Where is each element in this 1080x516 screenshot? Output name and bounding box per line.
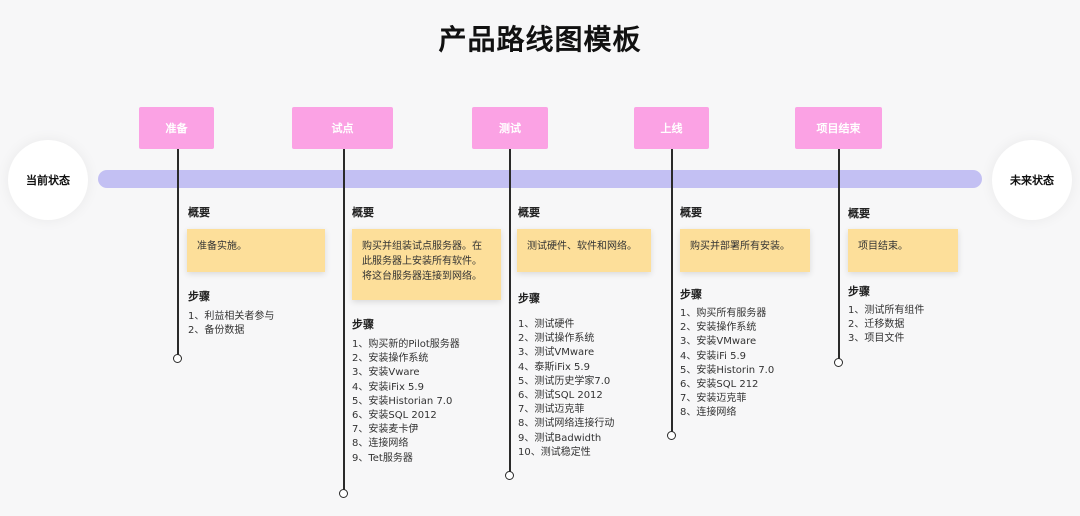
steps-heading: 步骤 (848, 285, 870, 298)
page-title: 产品路线图模板 (438, 23, 642, 56)
list-item: 3、项目文件 (848, 333, 905, 345)
current-state-node: 当前状态 (8, 140, 88, 220)
stage-label-prepare: 准备 (139, 107, 214, 149)
current-state-label: 当前状态 (26, 174, 70, 187)
stage-connector-line (509, 148, 511, 474)
list-item: 6、测试SQL 2012 (518, 390, 603, 402)
step-list: 1、利益相关者参与 2、备份数据 (188, 310, 274, 338)
stage-name: 项目结束 (816, 122, 861, 135)
list-item: 8、连接网络 (680, 407, 737, 419)
list-item: 5、安装Historin 7.0 (680, 364, 775, 376)
list-item: 4、安装iFi 5.9 (680, 350, 747, 362)
list-item: 1、购买所有服务器 (680, 308, 767, 319)
summary-note: 购买并部署所有安装。 (680, 229, 810, 272)
summary-text: 测试硬件、软件和网络。 (527, 241, 637, 252)
stage-label-project-end: 项目结束 (795, 107, 882, 149)
step-list: 1、购买新的Pilot服务器 2、安装操作系统 3、安装Vware 4、安装iF… (352, 338, 460, 466)
stage-label-launch: 上线 (634, 107, 709, 149)
steps-heading: 步骤 (188, 290, 210, 303)
list-item: 9、测试Badwidth (518, 432, 602, 444)
list-item: 8、连接网络 (352, 438, 409, 450)
future-state-node: 未来状态 (992, 140, 1072, 220)
list-item: 2、备份数据 (188, 325, 245, 337)
stage-connector-line (343, 148, 345, 492)
list-item: 10、测试稳定性 (518, 446, 591, 458)
list-item: 1、测试所有组件 (848, 305, 925, 316)
summary-text: 项目结束。 (858, 241, 908, 252)
list-item: 6、安装SQL 2012 (352, 410, 437, 422)
list-item: 2、迁移数据 (848, 319, 905, 331)
list-item: 3、测试VMware (518, 347, 595, 359)
list-item: 3、安装Vware (352, 367, 420, 379)
overview-heading: 概要 (352, 206, 374, 219)
overview-heading: 概要 (518, 206, 540, 219)
step-list: 1、购买所有服务器 2、安装操作系统 3、安装VMware 4、安装iFi 5.… (680, 307, 774, 421)
stage-end-dot (667, 431, 676, 440)
list-item: 4、安装iFix 5.9 (352, 381, 424, 393)
summary-text: 购买并部署所有安装。 (690, 241, 790, 252)
stage-connector-line (671, 148, 673, 434)
stage-end-dot (834, 358, 843, 367)
list-item: 1、购买新的Pilot服务器 (352, 339, 460, 350)
stage-end-dot (173, 354, 182, 363)
list-item: 6、安装SQL 212 (680, 379, 759, 391)
stage-end-dot (505, 471, 514, 480)
steps-heading: 步骤 (680, 288, 702, 301)
list-item: 3、安装VMware (680, 336, 757, 348)
summary-note: 项目结束。 (848, 229, 958, 272)
list-item: 5、安装Historian 7.0 (352, 395, 453, 407)
list-item: 1、测试硬件 (518, 319, 575, 330)
list-item: 2、安装操作系统 (680, 322, 757, 334)
stage-label-test: 测试 (472, 107, 548, 149)
summary-note: 准备实施。 (187, 229, 325, 272)
steps-heading: 步骤 (352, 318, 374, 331)
stage-name: 试点 (331, 122, 354, 135)
list-item: 5、测试历史学家7.0 (518, 375, 611, 387)
future-state-label: 未来状态 (1010, 174, 1054, 187)
overview-heading: 概要 (680, 206, 702, 219)
list-item: 7、安装麦卡伊 (352, 424, 419, 436)
stage-connector-line (838, 148, 840, 361)
list-item: 8、测试网络连接行动 (518, 418, 615, 430)
list-item: 7、测试迈克菲 (518, 404, 585, 416)
stage-connector-line (177, 148, 179, 356)
stage-name: 准备 (165, 122, 188, 135)
stage-end-dot (339, 489, 348, 498)
summary-text: 准备实施。 (197, 241, 247, 252)
timeline-track (98, 170, 982, 188)
list-item: 7、安装迈克菲 (680, 393, 747, 405)
summary-note: 测试硬件、软件和网络。 (517, 229, 651, 272)
summary-text: 购买并组装试点服务器。在此服务器上安装所有软件。将这台服务器连接到网络。 (362, 241, 482, 282)
step-list: 1、测试所有组件 2、迁移数据 3、项目文件 (848, 304, 924, 347)
steps-heading: 步骤 (518, 292, 540, 305)
list-item: 9、Tet服务器 (352, 452, 413, 464)
stage-name: 上线 (660, 122, 683, 135)
overview-heading: 概要 (848, 207, 870, 220)
list-item: 1、利益相关者参与 (188, 311, 275, 322)
overview-heading: 概要 (188, 206, 210, 219)
stage-name: 测试 (499, 122, 521, 135)
step-list: 1、测试硬件 2、测试操作系统 3、测试VMware 4、泰斯iFix 5.9 … (518, 318, 614, 460)
list-item: 4、泰斯iFix 5.9 (518, 361, 590, 373)
list-item: 2、测试操作系统 (518, 333, 595, 345)
list-item: 2、安装操作系统 (352, 353, 429, 365)
stage-label-pilot: 试点 (292, 107, 393, 149)
summary-note: 购买并组装试点服务器。在此服务器上安装所有软件。将这台服务器连接到网络。 (352, 229, 501, 300)
